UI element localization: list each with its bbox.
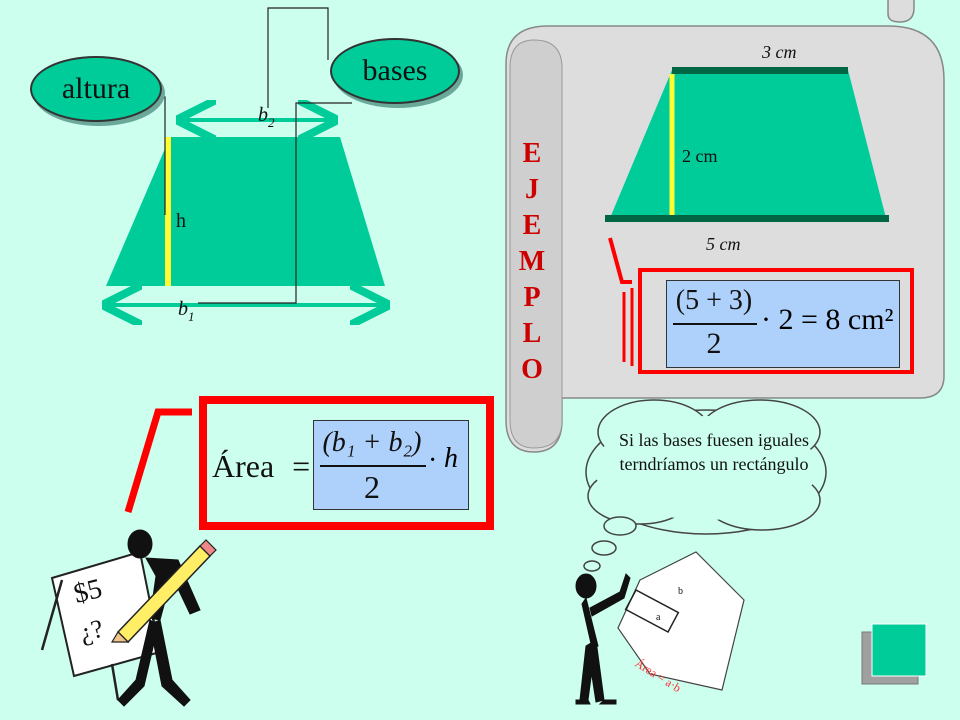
b2-label: b2 (258, 104, 275, 130)
example-bottom-base-bar (605, 215, 889, 222)
example-result: · 2 = 8 cm² (761, 303, 894, 336)
ejemplo-letter: E (522, 210, 542, 241)
ejemplo-letter: M (518, 246, 546, 277)
drawing-figure (117, 529, 201, 707)
altura-label: altura (61, 72, 131, 105)
example-red-hook (608, 237, 632, 284)
example-red-frame (638, 268, 914, 374)
area-lhs: Área = (212, 448, 311, 484)
bases-oval: bases (330, 38, 460, 104)
bases-label: bases (362, 54, 428, 87)
example-bottom-base-label: 5 cm (706, 234, 741, 254)
example-fraction-bar (673, 323, 757, 325)
thought-text: Si las bases fuesen iguales terndríamos … (619, 430, 809, 474)
area-equals: = (292, 448, 311, 484)
ejemplo-letter: J (525, 174, 539, 205)
example-denominator: 2 (706, 327, 722, 360)
ejemplo-letter: P (523, 282, 541, 313)
example-numerator: (5 + 3) (675, 285, 753, 316)
thought-cloud (583, 399, 827, 572)
formula-red-hook (124, 408, 192, 514)
example-height-label: 2 cm (682, 146, 718, 166)
ejemplo-letter: E (522, 138, 542, 169)
area-h: h (444, 443, 458, 474)
example-top-base-label: 3 cm (762, 42, 797, 62)
example-top-base-bar (672, 67, 848, 74)
deco-square-front (871, 623, 927, 677)
left-trapezoid (106, 137, 385, 286)
formula-red-frame (199, 396, 494, 530)
area-fraction-bar (320, 465, 426, 467)
sketch-a-label: a (656, 612, 661, 623)
scroll-curl (887, 0, 915, 23)
bases-connector-top (267, 7, 329, 108)
altura-oval: altura (30, 56, 162, 122)
scroll-roll (509, 39, 563, 449)
area-denominator: 2 (364, 469, 380, 505)
pencil-icon (110, 539, 217, 644)
bases-connector-bottom (198, 102, 352, 304)
area-times: · (428, 445, 438, 476)
thinking-figure (575, 573, 631, 705)
b1-label: b1 (178, 298, 195, 324)
sketch-b-label: b (678, 586, 683, 597)
sketch-paper (617, 551, 745, 691)
example-trapezoid (610, 70, 886, 218)
example-formula-box: (5 + 3) 2 · 2 = 8 cm² (666, 280, 900, 368)
sketch-rectangle (624, 589, 680, 633)
area-numerator: (b₁ + b₂) (322, 427, 422, 458)
ejemplo-letter: L (522, 318, 542, 349)
h-label: h (176, 210, 186, 232)
area-formula-box: (b₁ + b₂) 2 · h (313, 420, 469, 510)
ejemplo-letter: O (521, 354, 543, 385)
